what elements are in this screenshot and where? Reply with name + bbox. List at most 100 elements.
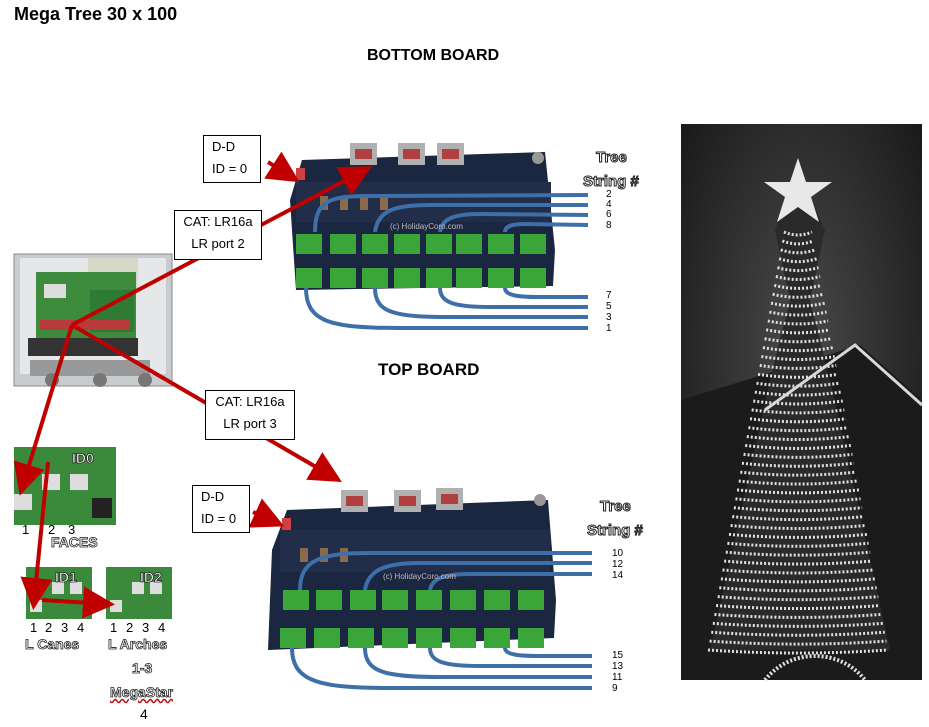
bottom-dd-box: D-D ID = 0 [203, 135, 261, 183]
top-string-number: 13 [612, 661, 624, 672]
id2-port: 4 [158, 620, 166, 635]
tree-light-ring [754, 390, 842, 397]
cat-box-port2: CAT: LR16a LR port 2 [174, 210, 262, 260]
megastar-label: MegaStar [110, 684, 174, 701]
top-string-number: 11 [612, 672, 623, 683]
tree-light-ring [720, 577, 876, 584]
l-canes-label: L Canes [25, 636, 80, 653]
id2-label: ID2 [140, 569, 163, 586]
bottom-id-label: ID = 0 [212, 161, 248, 176]
tree-light-ring [773, 283, 823, 290]
tree-light-ring [745, 443, 851, 450]
cat-box-port2-line2: LR port 2 [191, 236, 245, 251]
id1-port: 4 [77, 620, 85, 635]
bottom-board-cables [304, 193, 589, 330]
faces-label: FACES [51, 534, 98, 551]
tree-light-ring [781, 239, 815, 246]
bottom-board-heading: BOTTOM BOARD [367, 47, 500, 64]
top-string-number: 12 [612, 559, 624, 570]
tree-light-ring [743, 452, 853, 459]
tree-light-ring [712, 621, 884, 628]
bottom-tree-label: Tree [596, 149, 628, 167]
top-tree-label: Tree [600, 498, 632, 516]
cat-box-port2-line1: CAT: LR16a [183, 214, 253, 229]
tree-light-ring [728, 532, 868, 539]
tree-light-ring [761, 355, 835, 361]
tree-light-ring [722, 568, 874, 575]
tree-light-ring [727, 541, 869, 548]
tree-light-ring [769, 310, 827, 317]
bottom-string-number: 1 [606, 323, 612, 334]
id2-port: 1 [110, 620, 118, 635]
bottom-watermark: (c) HolidayCoro.com [390, 222, 463, 231]
id1-port: 3 [61, 620, 69, 635]
bottom-string-number: 8 [606, 220, 612, 231]
cat-box-port3: CAT: LR16a LR port 3 [205, 390, 295, 440]
tree-light-ring [757, 372, 839, 379]
tree-light-ring [759, 363, 837, 370]
top-dd-label: D-D [201, 489, 225, 504]
top-string-number: 15 [612, 650, 624, 661]
id1-port: 1 [30, 620, 38, 635]
tree-light-ring [770, 301, 826, 308]
cat-box-port3-line2: LR port 3 [223, 416, 277, 431]
tree-light-ring [736, 488, 860, 495]
top-string-label: String # [587, 522, 644, 540]
id2-port: 2 [126, 620, 134, 635]
bottom-string-number: 2 [606, 189, 612, 200]
tree-light-ring [717, 595, 879, 602]
tree-light-ring [724, 559, 872, 566]
tree-light-ring [748, 426, 848, 433]
id1-label: ID1 [55, 569, 78, 586]
controller-photo [13, 253, 173, 387]
tree-light-ring [741, 461, 855, 468]
top-string-number: 10 [612, 548, 624, 559]
id0-port: 1 [22, 522, 30, 537]
l-arches-label: L Arches [108, 636, 168, 653]
top-board-pcb [268, 488, 556, 650]
tree-light-ring [711, 630, 885, 637]
tree-light-ring [767, 319, 829, 326]
small-board-id2 [106, 567, 172, 619]
tree-light-ring [732, 515, 864, 522]
top-string-number: 14 [612, 570, 624, 581]
page-title: Mega Tree 30 x 100 [14, 4, 178, 24]
bottom-string-label: String # [583, 173, 640, 191]
id0-label: ID0 [72, 450, 95, 467]
bottom-string-number: 5 [606, 301, 612, 312]
top-id-label: ID = 0 [201, 511, 237, 526]
tree-light-ring [725, 550, 871, 557]
tree-light-ring [765, 328, 831, 335]
tree-light-ring [775, 275, 821, 281]
bottom-string-number: 6 [606, 209, 612, 220]
top-dd-box: D-D ID = 0 [192, 485, 250, 533]
tree-light-ring [772, 292, 824, 299]
megastar-port-label: 4 [140, 706, 148, 722]
tree-light-ring [709, 639, 887, 646]
id1-port: 2 [45, 620, 53, 635]
tree-light-ring [740, 470, 856, 477]
tree-light-ring [780, 248, 816, 255]
range-label: 1-3 [132, 660, 153, 677]
mega-tree-photo [681, 124, 924, 682]
tree-light-ring [738, 479, 858, 486]
tree-light-ring [753, 399, 843, 406]
top-string-number: 9 [612, 683, 618, 694]
bottom-string-number: 4 [606, 199, 612, 210]
tree-light-ring [777, 266, 819, 273]
bottom-board-pcb [290, 143, 555, 290]
tree-light-ring [764, 337, 832, 344]
tree-light-ring [749, 417, 847, 424]
top-watermark: (c) HolidayCoro.com [383, 572, 456, 581]
tree-light-ring [751, 408, 845, 415]
id0-port: 2 [48, 522, 56, 537]
tree-light-ring [735, 497, 861, 504]
cat-box-port3-line1: CAT: LR16a [215, 394, 285, 409]
tree-light-ring [756, 381, 840, 388]
bottom-string-number: 3 [606, 312, 612, 323]
top-board-cables [290, 551, 592, 690]
bottom-string-number: 7 [606, 290, 612, 301]
id2-port: 3 [142, 620, 150, 635]
tree-light-ring [733, 506, 863, 513]
